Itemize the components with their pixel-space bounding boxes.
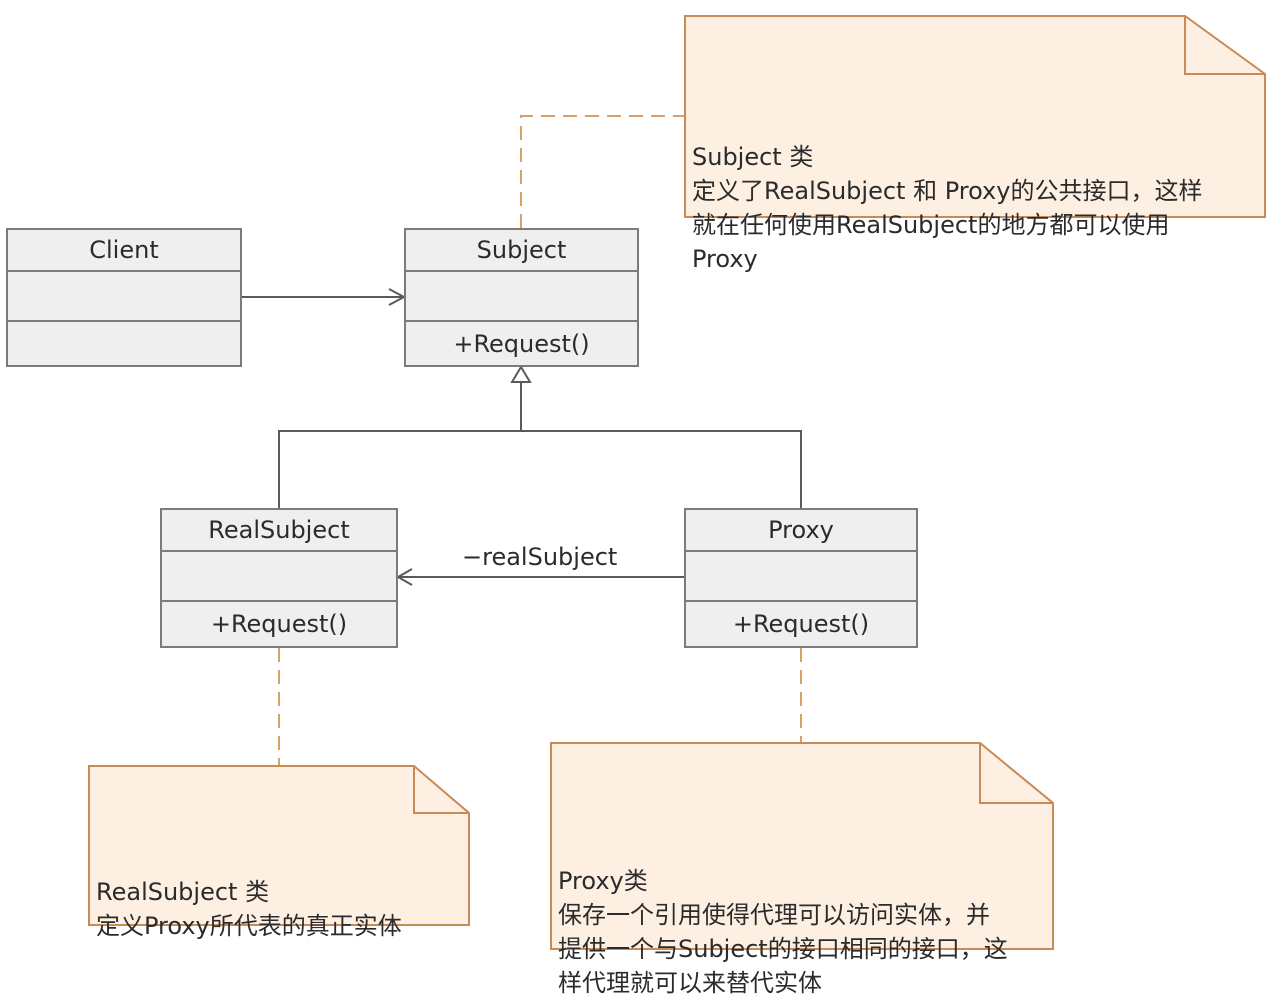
proxy-attributes	[686, 550, 916, 600]
note-shape	[88, 765, 470, 926]
proxy-note[interactable]: Proxy类 保存一个引用使得代理可以访问实体，并 提供一个与Subject的接…	[550, 742, 1054, 997]
client-attributes	[8, 270, 240, 320]
proxy-realsubject-arrowhead	[395, 568, 413, 586]
subject-operations: +Request()	[406, 320, 637, 365]
note-shape	[684, 15, 1266, 218]
realsubject-class-name: RealSubject	[208, 516, 350, 544]
proxy-class-name: Proxy	[768, 516, 834, 544]
subject-note[interactable]: Subject 类 定义了RealSubject 和 Proxy的公共接口，这样…	[684, 15, 1266, 273]
note-shape	[550, 742, 1054, 950]
proxy-class[interactable]: Proxy +Request()	[684, 508, 918, 648]
realsubject-generalization	[278, 382, 522, 509]
association-label: −realSubject	[462, 543, 618, 571]
realsubject-note[interactable]: RealSubject 类 定义Proxy所代表的真正实体	[88, 765, 470, 940]
subject-note-text: Subject 类 定义了RealSubject 和 Proxy的公共接口，这样…	[692, 143, 1203, 273]
realsubject-note-text: RealSubject 类 定义Proxy所代表的真正实体	[96, 878, 402, 940]
client-class[interactable]: Client	[6, 228, 242, 367]
realsubject-class[interactable]: RealSubject +Request()	[160, 508, 398, 648]
realsubject-attributes	[162, 550, 396, 600]
proxy-operations: +Request()	[686, 600, 916, 646]
proxy-generalization	[521, 430, 802, 509]
generalization-triangle	[510, 365, 532, 383]
subject-note-anchor	[520, 115, 684, 228]
proxy-note-text: Proxy类 保存一个引用使得代理可以访问实体，并 提供一个与Subject的接…	[558, 867, 1008, 997]
subject-class[interactable]: Subject +Request()	[404, 228, 639, 367]
client-operations	[8, 320, 240, 365]
subject-class-name: Subject	[476, 236, 567, 264]
connector-layer	[241, 115, 802, 765]
uml-diagram: Client Subject +Request() RealSubject +R…	[6, 15, 1266, 997]
client-class-name: Client	[89, 236, 159, 264]
realsubject-operations: +Request()	[162, 600, 396, 646]
subject-attributes	[406, 270, 637, 320]
